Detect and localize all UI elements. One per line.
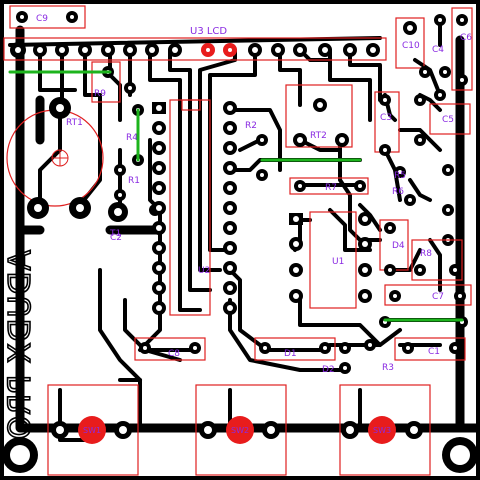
rt1-pads: [27, 97, 91, 219]
r7-label: R7: [325, 183, 337, 193]
u1-pads: [289, 212, 372, 303]
d1-outline: [254, 337, 336, 361]
c8-outline: [134, 337, 206, 361]
r8-label: R8: [420, 249, 432, 259]
c7-label: C7: [432, 292, 444, 302]
r9-label: R9: [94, 89, 106, 99]
u1-label: U1: [332, 257, 344, 267]
c9-label: C9: [36, 14, 48, 24]
d1-label: D1: [284, 349, 297, 359]
c3-label: C3: [380, 113, 392, 123]
mounting-holes: [2, 437, 478, 473]
r4-label: R4: [126, 133, 138, 143]
r2-label: R2: [245, 121, 257, 131]
c1-outline: [394, 337, 466, 361]
lcd-header-outline: [3, 37, 387, 61]
button-sw2: SW2: [195, 384, 287, 476]
c5-outline: [429, 103, 471, 135]
r9-outline: [91, 61, 121, 103]
r8-outline: [411, 239, 463, 281]
c4-label: C4: [432, 45, 444, 55]
r3-label: R3: [382, 363, 394, 373]
c6-label: C6: [460, 33, 472, 43]
c10-label: C10: [402, 41, 420, 51]
button-sw3-label: SW3: [373, 426, 391, 435]
r6-label: R6: [392, 187, 404, 197]
c9-outline: [9, 5, 86, 29]
rt2-label: RT2: [310, 131, 327, 141]
button-sw1-label: SW1: [83, 426, 101, 435]
lcd-header-pads: [10, 42, 380, 58]
c8-label: C8: [168, 349, 180, 359]
u1-outline: [309, 211, 357, 309]
c5-label: C5: [442, 115, 454, 125]
r1-label: R1: [128, 176, 140, 186]
lcd-header-label: U3 LCD: [190, 26, 227, 37]
d2-label: D2: [322, 365, 335, 375]
d4-label: D4: [392, 241, 405, 251]
r7-outline: [289, 177, 369, 195]
c2-label: C2: [110, 233, 122, 243]
rt1-label: RT1: [66, 118, 83, 128]
c1-label: C1: [428, 347, 440, 357]
c6-outline: [451, 7, 473, 91]
button-sw1: SW1: [47, 384, 139, 476]
button-sw2-label: SW2: [231, 426, 249, 435]
button-sw3: SW3: [339, 384, 431, 476]
c10-outline: [395, 17, 425, 69]
u2-label: U2: [198, 266, 210, 276]
r5-label: R5: [394, 171, 406, 181]
t1-label: T1: [109, 229, 121, 239]
brand-text: ADUDX PRO: [3, 250, 38, 440]
u2-left-pads: [152, 102, 166, 315]
power-traces: [15, 25, 480, 433]
rt2-outline: [285, 84, 353, 148]
u2-right-pads: [223, 101, 237, 315]
c7-outline: [384, 284, 472, 306]
